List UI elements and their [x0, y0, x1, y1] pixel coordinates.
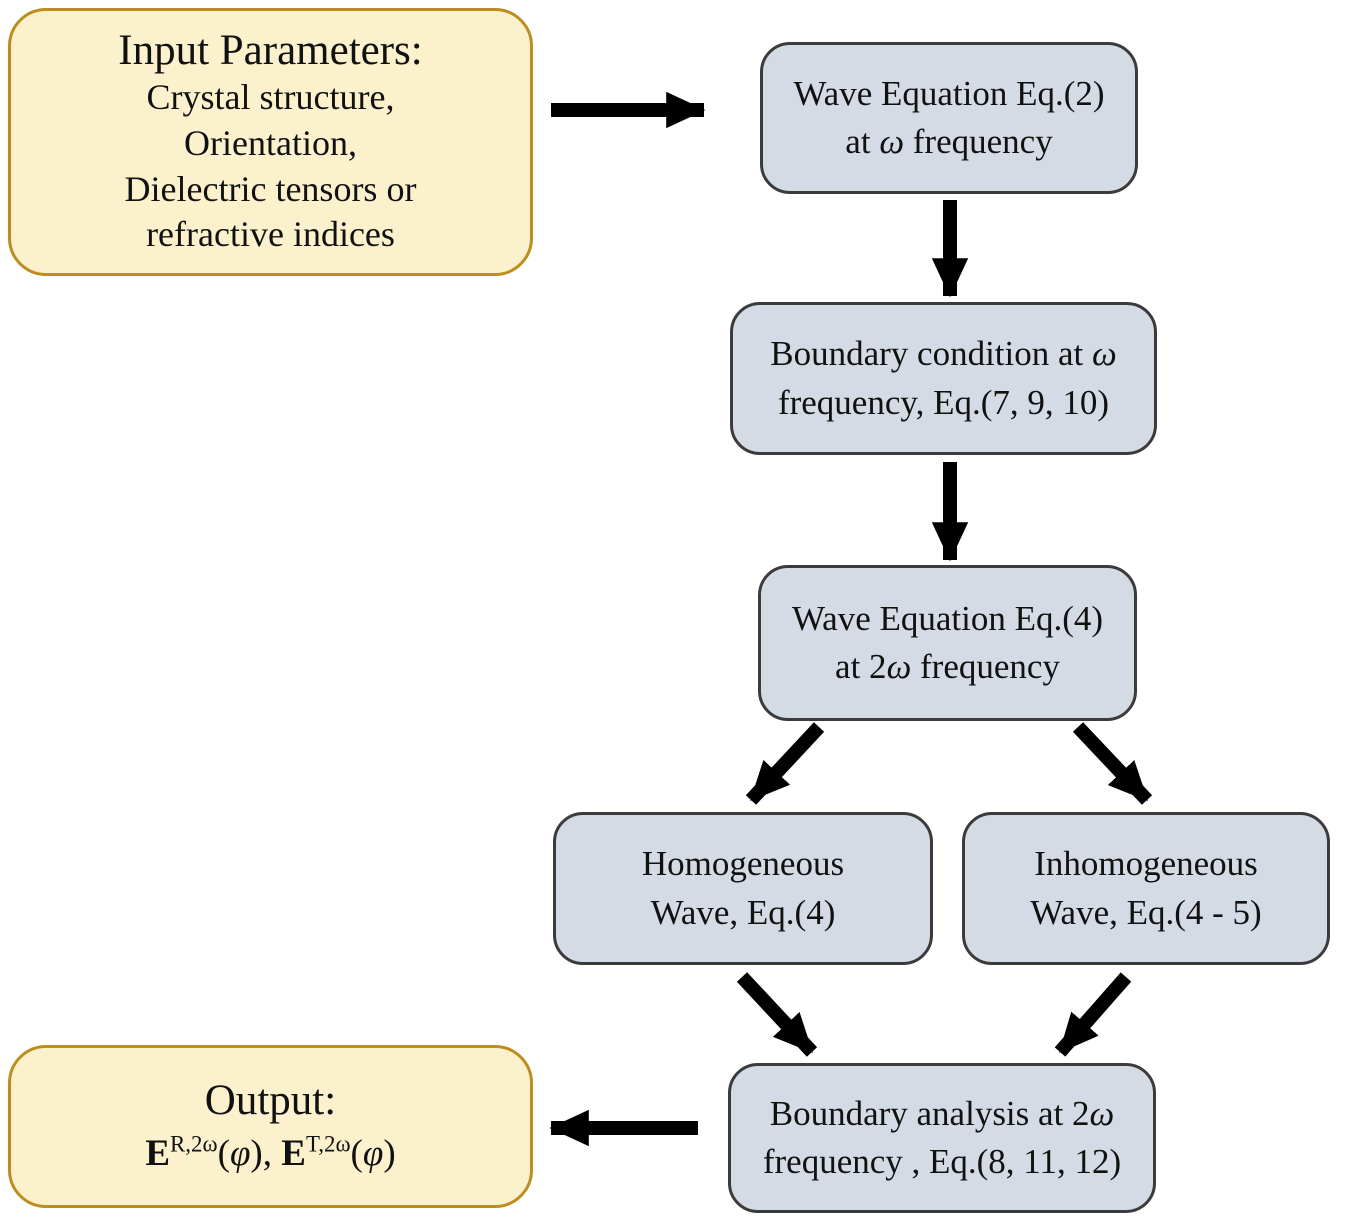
output-box: Output: ER,2ω(φ), ET,2ω(φ): [8, 1045, 533, 1208]
superscript-transmitted: T,2ω: [305, 1131, 351, 1157]
phi-symbol: φ: [229, 1133, 251, 1175]
superscript-reflected: R,2ω: [170, 1131, 218, 1157]
text-segment: Wave, Eq.(4 - 5): [1030, 892, 1262, 932]
input-parameter-line: Orientation,: [184, 123, 357, 163]
box-text-line: at ω frequency: [845, 118, 1052, 166]
text-segment: frequency, Eq.(7, 9, 10): [777, 382, 1110, 422]
input-parameter-line: Dielectric tensors or: [124, 168, 417, 209]
input-parameter-line: refractive indices: [146, 214, 395, 255]
input-parameter-line: Crystal structure,: [146, 77, 395, 118]
omega-symbol: ω: [879, 122, 905, 161]
paren: ): [250, 1133, 263, 1175]
box-text-line: Inhomogeneous: [1034, 840, 1258, 888]
box-text-line: Wave, Eq.(4 - 5): [1030, 889, 1261, 937]
text-segment: frequency: [911, 647, 1060, 686]
box-text-line: frequency, Eq.(7, 9, 10): [778, 379, 1109, 427]
box-text-line: Boundary analysis at 2ω: [770, 1090, 1115, 1138]
omega-symbol: ω: [1092, 334, 1117, 374]
text-segment: Wave Equation Eq.(4): [791, 598, 1104, 638]
output-formula: ER,2ω(φ), ET,2ω(φ): [145, 1130, 395, 1178]
text-segment: frequency , Eq.(8, 11, 12): [762, 1142, 1122, 1181]
arrow-homogeneous-to-boundary-analysis: [736, 972, 818, 1057]
wave-equation-omega-box: Wave Equation Eq.(2) at ω frequency: [760, 42, 1138, 194]
arrow-wave-eq-2omega-to-inhomogeneous: [1072, 722, 1153, 805]
wave-equation-2omega-box: Wave Equation Eq.(4) at 2ω frequency: [758, 565, 1137, 721]
text-segment: frequency: [904, 122, 1053, 161]
text-segment: Wave Equation Eq.(2): [793, 73, 1105, 113]
box-text-line: Boundary condition at ω: [770, 330, 1116, 378]
box-text-line: Wave Equation Eq.(2): [793, 70, 1104, 118]
input-parameters-title: Input Parameters:: [118, 26, 423, 74]
text-segment: Homogeneous: [641, 844, 845, 884]
text-segment: Inhomogeneous: [1034, 844, 1258, 884]
inhomogeneous-wave-box: Inhomogeneous Wave, Eq.(4 - 5): [962, 812, 1330, 965]
box-text-line: Wave, Eq.(4): [651, 889, 836, 937]
box-text-line: Wave Equation Eq.(4): [792, 595, 1103, 643]
output-title: Output:: [204, 1076, 337, 1124]
omega-symbol: ω: [886, 647, 912, 686]
e-field-symbol: E: [281, 1133, 306, 1175]
box-text-line: frequency , Eq.(8, 11, 12): [763, 1138, 1121, 1186]
paren: ): [383, 1133, 396, 1175]
box-text-line: at 2ω frequency: [835, 643, 1060, 691]
arrow-wave-eq-2omega-to-homogeneous: [745, 722, 825, 805]
text-segment: Wave, Eq.(4): [650, 892, 836, 932]
paren: (: [217, 1133, 230, 1175]
e-field-symbol: E: [145, 1133, 170, 1175]
phi-symbol: φ: [362, 1133, 384, 1175]
box-text-line: Homogeneous: [642, 840, 844, 888]
homogeneous-wave-box: Homogeneous Wave, Eq.(4): [553, 812, 933, 965]
text-segment: Boundary analysis at 2: [769, 1093, 1090, 1133]
separator: ,: [262, 1133, 282, 1175]
boundary-analysis-box: Boundary analysis at 2ω frequency , Eq.(…: [728, 1063, 1156, 1213]
text-segment: at 2: [835, 647, 887, 686]
input-parameters-box: Input Parameters: Crystal structure, Ori…: [8, 8, 533, 276]
text-segment: at: [845, 122, 880, 161]
omega-symbol: ω: [1089, 1093, 1115, 1133]
paren: (: [350, 1133, 363, 1175]
text-segment: Boundary condition at: [770, 334, 1093, 374]
boundary-condition-box: Boundary condition at ω frequency, Eq.(7…: [730, 302, 1157, 455]
arrow-inhomogeneous-to-boundary-analysis: [1054, 972, 1132, 1057]
